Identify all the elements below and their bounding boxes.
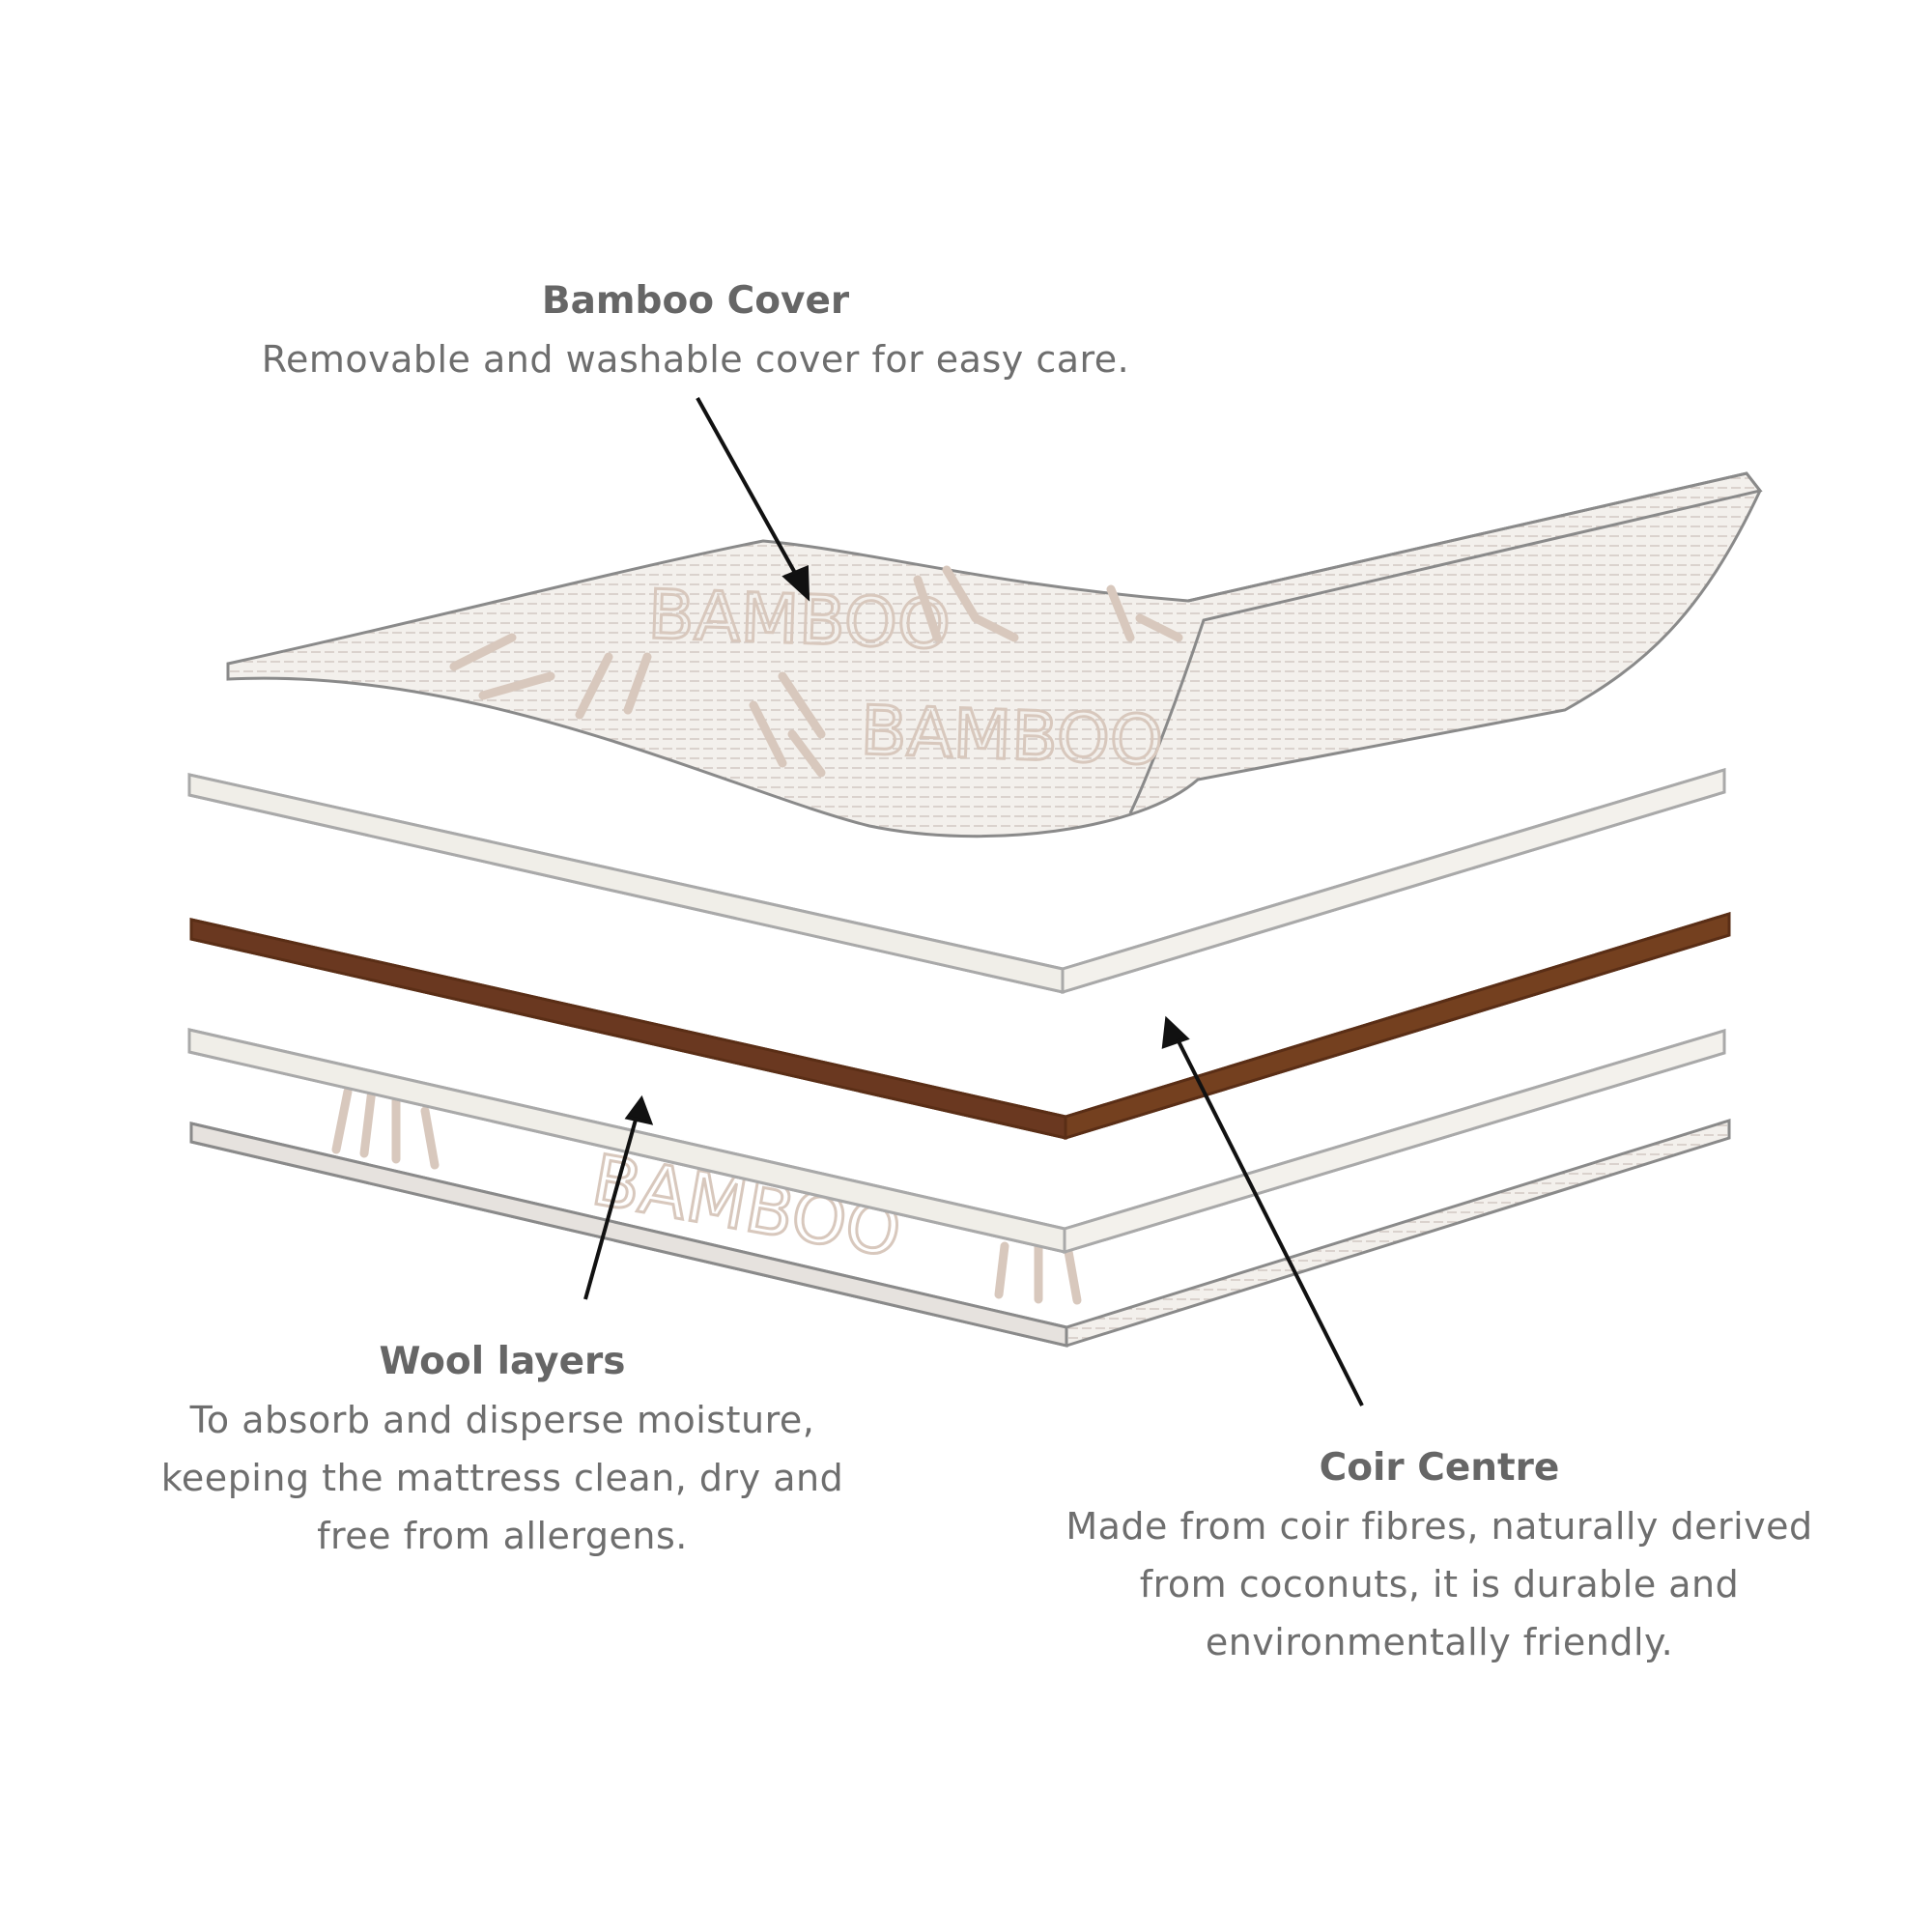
wool-layers-description: To absorb and disperse moisture, keeping… [160,1399,844,1557]
bamboo-watermark-text: BAMBOO [859,691,1164,781]
cover-arrow-head [781,565,810,602]
cover-arrow [696,397,802,582]
bamboo-leaf-icon [331,1085,1082,1305]
bamboo-cover-layer: BAMBOO BAMBOO [226,471,1763,838]
wool-layers-callout: Wool layers To absorb and disperse moist… [97,1333,908,1565]
coir-centre-title: Coir Centre [1319,1446,1560,1490]
coir-centre-description: Made from coir fibres, naturally derived… [1065,1505,1813,1663]
coir-arrow [1173,1033,1364,1406]
callout-arrows [583,397,1364,1406]
wool-upper-layer [187,767,1726,995]
bamboo-cover-callout: Bamboo Cover Removable and washable cove… [174,272,1217,388]
bamboo-leaf-icon [449,565,1183,778]
bamboo-cover-description: Removable and washable cover for easy ca… [261,338,1130,381]
wool-lower-layer [187,1028,1726,1255]
coir-arrow-head [1161,1015,1190,1049]
wool-arrow [583,1112,639,1300]
bamboo-cover-title: Bamboo Cover [541,279,850,323]
coir-centre-callout: Coir Centre Made from coir fibres, natur… [1005,1439,1874,1671]
wool-layers-title: Wool layers [379,1340,626,1383]
wool-arrow-head [624,1094,654,1125]
coir-centre-layer [189,911,1731,1141]
